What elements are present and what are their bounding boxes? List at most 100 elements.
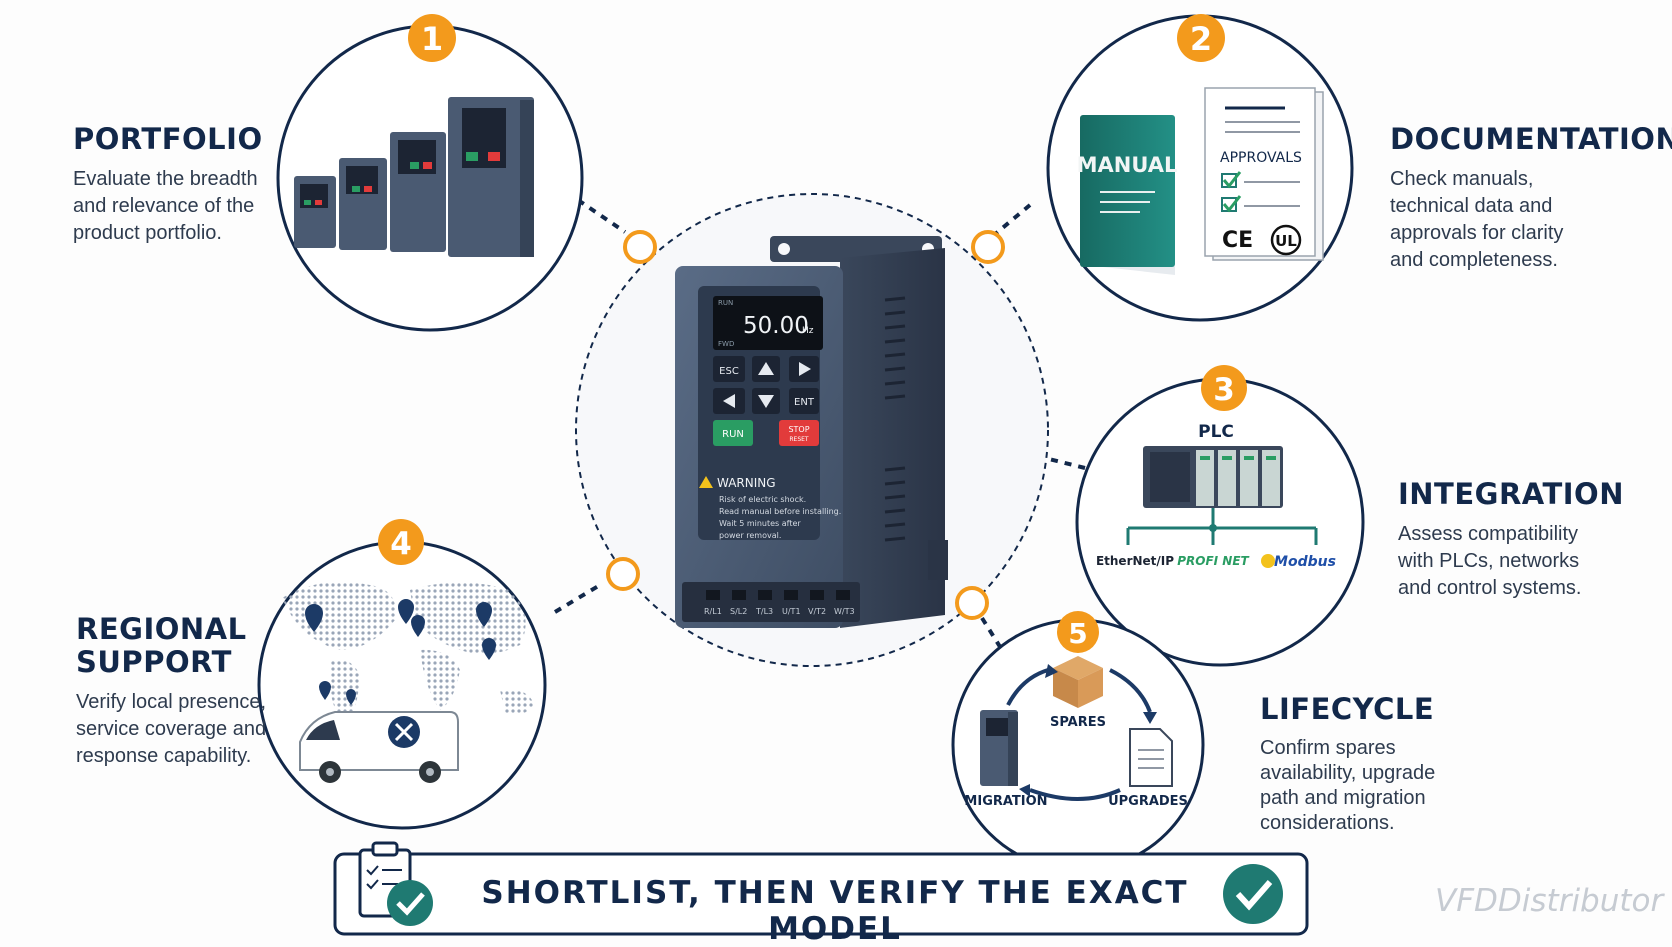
ul-mark-icon xyxy=(1270,224,1302,256)
regional-support-title: REGIONAL SUPPORT xyxy=(76,613,316,679)
location-pin-icon xyxy=(319,681,331,700)
terminal-label-4: U/T1 xyxy=(782,607,801,616)
portfolio-desc-line: Evaluate the breadth xyxy=(73,168,258,190)
location-pins xyxy=(305,599,496,705)
cycle-arrow-icon xyxy=(1029,788,1121,801)
step-5-badge xyxy=(1057,611,1099,653)
approvals-document xyxy=(1204,87,1316,257)
portfolio-desc-line: product portfolio. xyxy=(73,222,222,244)
run-key-label: RUN xyxy=(722,429,744,440)
lifecycle-desc-line: availability, upgrade xyxy=(1260,762,1436,784)
shortlist-banner xyxy=(333,841,1309,936)
documentation-desc-line: approvals for clarity xyxy=(1390,222,1564,244)
esc-key-label: ESC xyxy=(719,366,739,377)
connector-nodes xyxy=(606,230,1005,620)
warning-icon xyxy=(699,476,713,488)
display-unit: Hz xyxy=(802,326,814,336)
check-circle-icon xyxy=(1223,864,1283,924)
manual-label: MANUAL xyxy=(1077,153,1178,177)
ce-mark: CE xyxy=(1222,228,1253,253)
plc-label: PLC xyxy=(1198,422,1234,442)
integration-desc-line: and control systems. xyxy=(1398,577,1582,599)
step-support-illustration: 4 xyxy=(257,519,547,830)
warning-title: WARNING xyxy=(717,476,776,490)
cycle-arrow-icon xyxy=(1006,668,1049,706)
run-key xyxy=(713,420,753,446)
service-van-icon xyxy=(299,711,459,783)
lifecycle-description: Confirm spares availability, upgrade pat… xyxy=(1260,736,1520,836)
regional-support-title-line: REGIONAL xyxy=(76,612,247,646)
documentation-description: Check manuals, technical data and approv… xyxy=(1390,166,1670,274)
lifecycle-title: LIFECYCLE xyxy=(1260,692,1435,726)
connector-lifecycle xyxy=(980,616,1004,652)
lifecycle-desc-line: path and migration xyxy=(1260,787,1426,809)
cycle-arrow-icon xyxy=(1109,668,1152,713)
regional-support-description: Verify local presence, service coverage … xyxy=(76,689,316,770)
portfolio-desc-line: and relevance of the xyxy=(73,195,255,217)
ent-key xyxy=(789,388,819,414)
step-1-badge xyxy=(408,14,456,62)
stop-reset-key xyxy=(779,420,819,446)
node-portfolio xyxy=(623,230,657,264)
regional-support-desc-line: Verify local presence, xyxy=(76,691,267,713)
step-lifecycle-illustration: SPARES UPGRADES MIGRATION 5 xyxy=(951,611,1205,872)
warning-line-1: Risk of electric shock. xyxy=(719,495,806,504)
connector-support xyxy=(553,583,602,614)
reset-key-label: RESET xyxy=(789,436,809,443)
display-value: 50.00 xyxy=(743,313,809,339)
location-pin-icon xyxy=(476,602,492,627)
spares-label: SPARES xyxy=(1050,715,1106,730)
spares-box-icon xyxy=(1053,656,1103,708)
node-support xyxy=(606,557,640,591)
location-pin-icon xyxy=(305,604,323,632)
left-arrow-icon xyxy=(723,394,735,408)
upgrades-label: UPGRADES xyxy=(1108,794,1188,809)
integration-title: INTEGRATION xyxy=(1398,477,1624,511)
location-pin-icon xyxy=(411,615,425,637)
check-icon xyxy=(1222,171,1242,189)
integration-desc-line: with PLCs, networks xyxy=(1398,550,1580,572)
documentation-desc-line: and completeness. xyxy=(1390,249,1558,271)
node-lifecycle xyxy=(955,586,989,620)
location-pin-icon xyxy=(346,689,356,705)
step-1-number: 1 xyxy=(421,20,443,58)
step-5-number: 5 xyxy=(1068,617,1087,650)
network-links xyxy=(1126,508,1318,545)
drive-display xyxy=(713,296,823,350)
cycle-arrows xyxy=(1006,668,1152,801)
lifecycle-desc-line: Confirm spares xyxy=(1260,737,1396,759)
ul-mark: UL xyxy=(1275,232,1297,250)
integration-desc-line: Assess compatibility xyxy=(1398,523,1579,545)
up-arrow-icon xyxy=(758,362,774,375)
terminal-label-3: T/L3 xyxy=(755,607,773,616)
location-pin-icon xyxy=(398,599,414,624)
step-4-badge xyxy=(378,519,424,565)
step-integration-illustration: PLC EtherNet/IP PROFI NET Modbus 3 xyxy=(1075,365,1365,667)
connector-portfolio xyxy=(576,198,627,234)
modbus-logo: Modbus xyxy=(1274,554,1336,570)
terminal-label-2: S/L2 xyxy=(730,607,747,616)
regional-support-desc-line: response capability. xyxy=(76,745,252,767)
down-arrow-icon xyxy=(758,395,774,408)
esc-key xyxy=(713,356,745,382)
portfolio-description: Evaluate the breadth and relevance of th… xyxy=(73,166,313,247)
portfolio-section: PORTFOLIO Evaluate the breadth and relev… xyxy=(73,123,313,247)
regional-support-desc-line: service coverage and xyxy=(76,718,267,740)
warning-line-4: power removal. xyxy=(719,531,781,540)
banner-text: SHORTLIST, THEN VERIFY THE EXACT MODEL xyxy=(481,875,1189,947)
step-3-badge xyxy=(1201,365,1247,411)
modbus-star-icon xyxy=(1261,554,1275,568)
step-3-number: 3 xyxy=(1213,372,1235,408)
migration-drive-icon xyxy=(980,710,1018,786)
display-tag-bottom: FWD xyxy=(718,340,734,348)
ethernet-ip-logo: EtherNet/IP xyxy=(1096,554,1174,568)
warning-line-2: Read manual before installing. xyxy=(719,507,841,516)
terminal-label-1: R/L1 xyxy=(704,607,722,616)
regional-support-title-line: SUPPORT xyxy=(76,645,232,679)
step-4-number: 4 xyxy=(390,526,412,562)
ent-key-label: ENT xyxy=(794,397,815,408)
keypad: ESC ENT RUN STOP RESET xyxy=(713,356,819,446)
plc-rack-icon xyxy=(1143,446,1283,508)
world-map xyxy=(282,581,535,730)
documentation-desc-line: Check manuals, xyxy=(1390,168,1534,190)
